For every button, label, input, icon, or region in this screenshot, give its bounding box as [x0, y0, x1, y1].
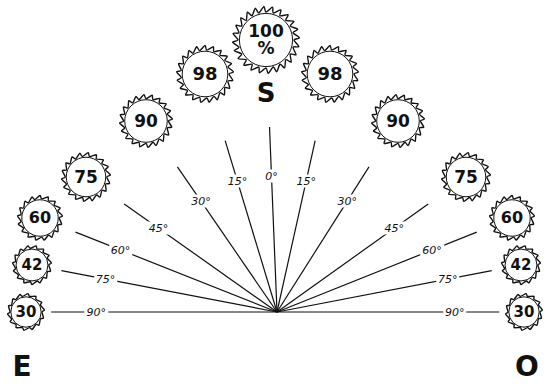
sun-flames [502, 246, 541, 285]
angle-ray [277, 232, 477, 312]
sun-disc [505, 249, 537, 281]
sun-flames [13, 246, 52, 285]
sun-badge: 30 [504, 292, 544, 332]
sun-flames [506, 294, 543, 331]
sun-disc [307, 51, 353, 97]
sun-badge: 30 [6, 292, 46, 332]
angle-ray [277, 204, 428, 312]
angle-label: 75° [94, 273, 118, 286]
sun-flames [490, 195, 535, 240]
sun-flames [442, 153, 491, 202]
sun-disc [182, 51, 228, 97]
percentage-value: 42 [511, 258, 532, 273]
sun-disc [509, 297, 539, 327]
sun-disc [494, 200, 530, 236]
sun-disc [377, 100, 420, 143]
sun-badge: 90 [370, 93, 426, 149]
percentage-value: 75 [454, 169, 478, 186]
direction-letter: E [12, 350, 31, 383]
sun-disc [22, 200, 58, 236]
sun-disc [16, 249, 48, 281]
sun-flames [62, 153, 111, 202]
angle-ray [225, 141, 277, 312]
angle-label: 30° [335, 195, 359, 208]
direction-letter: O [515, 350, 539, 383]
percentage-value: 42 [22, 258, 43, 273]
angle-label: 15° [294, 175, 318, 188]
sun-badge: 42 [11, 244, 53, 286]
sun-disc [446, 157, 486, 197]
sun-disc [239, 13, 292, 66]
percentage-value: 60 [29, 210, 51, 226]
percentage-value: 98 [192, 65, 217, 83]
percentage-value: 30 [16, 305, 37, 320]
angle-ray [76, 232, 277, 312]
sun-badge: 75 [60, 151, 112, 203]
sun-badge: 90 [118, 93, 174, 149]
sun-flames [302, 45, 359, 102]
sun-flames [120, 95, 173, 148]
angle-ray [270, 127, 277, 312]
sun-badge: 98 [175, 44, 235, 104]
sun-flames [372, 95, 425, 148]
direction-letter: S [257, 78, 276, 108]
angle-label: 0° [263, 170, 280, 183]
sun-badge: 75 [440, 151, 492, 203]
angle-label: 15° [226, 175, 250, 188]
percentage-value: 60 [501, 210, 523, 226]
sun-badge: 98 [300, 44, 360, 104]
angle-ray [177, 167, 277, 312]
angle-label: 60° [109, 243, 133, 256]
percentage-value: 90 [386, 113, 410, 130]
angle-ray [124, 204, 277, 312]
sun-flames [8, 294, 45, 331]
sun-badge: 60 [488, 194, 536, 242]
angle-label: 90° [443, 306, 467, 319]
sun-badge: 100 % [231, 5, 301, 75]
angle-label: 75° [436, 273, 460, 286]
sun-disc [125, 100, 168, 143]
sun-disc [66, 157, 106, 197]
sun-flames [233, 7, 300, 74]
percentage-value: 90 [134, 113, 158, 130]
percentage-value: 100 % [246, 23, 286, 57]
sun-disc [11, 297, 41, 327]
angle-label: 90° [85, 306, 109, 319]
percentage-value: 30 [514, 305, 535, 320]
angle-ray [277, 141, 315, 312]
sun-badge: 42 [500, 244, 542, 286]
sun-flames [177, 45, 234, 102]
percentage-value: 98 [317, 65, 342, 83]
sun-badge: 60 [16, 194, 64, 242]
angle-label: 30° [189, 195, 213, 208]
percentage-value: 75 [74, 169, 98, 186]
angle-ray [277, 167, 369, 312]
angle-label: 45° [147, 222, 171, 235]
sun-flames [18, 195, 63, 240]
angle-label: 45° [382, 222, 406, 235]
angle-label: 60° [420, 243, 444, 256]
